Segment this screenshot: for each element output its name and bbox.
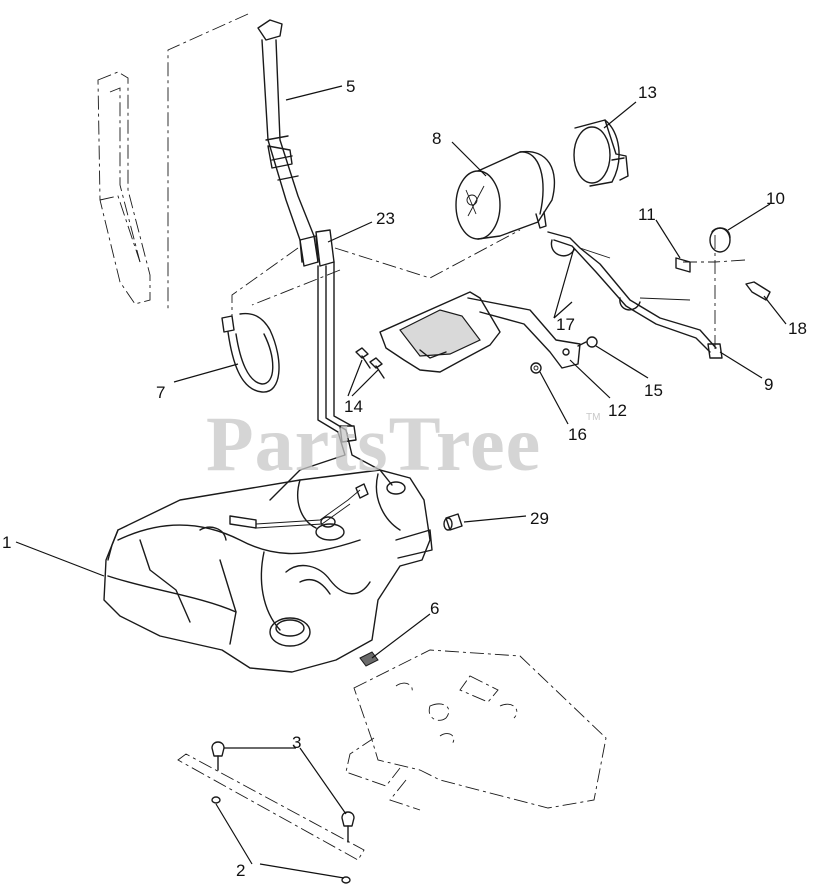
mounting-plate [345, 649, 607, 811]
callout-10: 10 [766, 189, 785, 208]
vent-hose [221, 312, 280, 393]
callout-2: 2 [236, 861, 245, 880]
fuel-lines [269, 261, 393, 501]
watermark-trademark: TM [586, 412, 600, 423]
canister-clamp [573, 119, 629, 187]
callout-7: 7 [156, 383, 165, 402]
callout-labels: 1 2 3 5 6 7 8 9 10 11 12 13 14 15 16 17 … [2, 77, 807, 880]
watermark: PartsTree TM [206, 400, 600, 487]
canister-hose [547, 231, 723, 359]
leader-lines [15, 85, 787, 879]
bumper-strip [177, 741, 365, 884]
callout-15: 15 [644, 381, 663, 400]
callout-9: 9 [764, 375, 773, 394]
frame-bracket [97, 71, 151, 305]
callout-3: 3 [292, 733, 301, 752]
tank-bracket [379, 291, 581, 373]
callout-29: 29 [530, 509, 549, 528]
charcoal-canister [455, 150, 556, 240]
fuel-tank [103, 469, 433, 673]
assembly-guide-lines [167, 13, 746, 350]
callout-16: 16 [568, 425, 587, 444]
callout-6: 6 [430, 599, 439, 618]
callout-23: 23 [376, 209, 395, 228]
callout-8: 8 [432, 129, 441, 148]
grommet [443, 513, 463, 531]
callout-1: 1 [2, 533, 11, 552]
fuel-clip [359, 651, 379, 667]
filler-neck-hose [257, 19, 335, 267]
callout-13: 13 [638, 83, 657, 102]
bracket-hardware [355, 336, 598, 379]
watermark-text: PartsTree [206, 400, 541, 487]
callout-11: 11 [638, 205, 656, 224]
callout-14: 14 [344, 397, 363, 416]
callout-12: 12 [608, 401, 627, 420]
callout-5: 5 [346, 77, 355, 96]
callout-17: 17 [556, 315, 575, 334]
vent-fittings [675, 227, 771, 301]
callout-18: 18 [788, 319, 807, 338]
